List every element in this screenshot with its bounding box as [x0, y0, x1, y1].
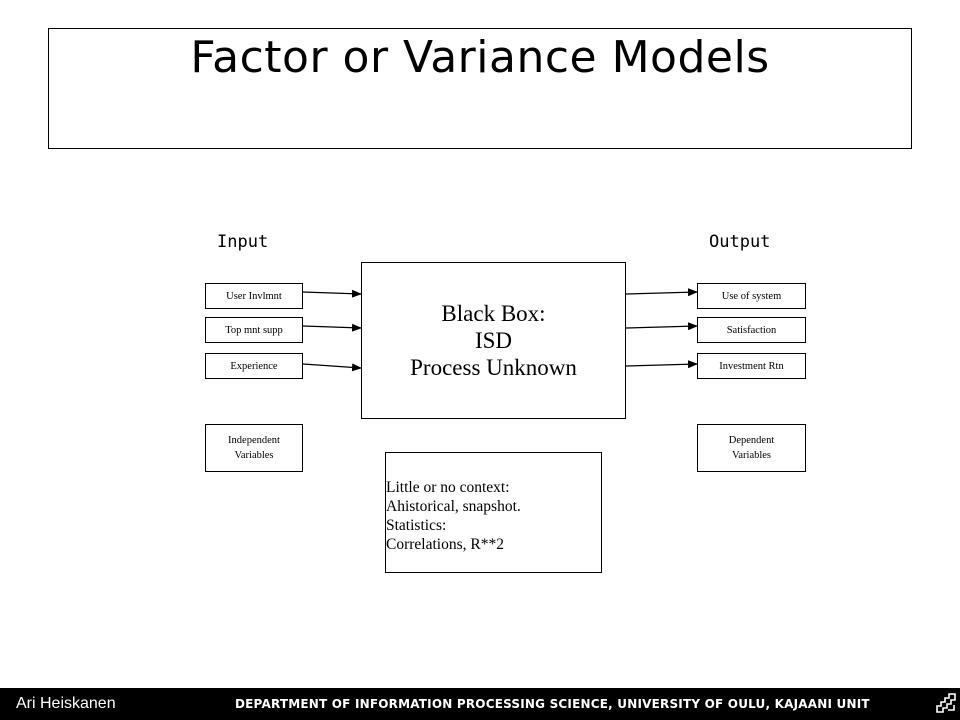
output-box-investment-return: Investment Rtn: [697, 353, 806, 379]
output-arrow: [625, 288, 698, 297]
footer-author: Ari Heiskanen: [16, 695, 116, 712]
input-label: Experience: [230, 360, 278, 372]
output-heading: Output: [709, 232, 771, 252]
independent-label-line: Independent: [228, 435, 280, 446]
output-box-use-of-system: Use of system: [697, 283, 806, 309]
input-box-experience: Experience: [205, 353, 303, 379]
slide-title: Factor or Variance Models: [190, 32, 770, 83]
output-label: Investment Rtn: [719, 360, 784, 372]
output-arrow: [625, 322, 698, 331]
context-line: Statistics:: [386, 516, 447, 534]
input-arrow: [302, 289, 362, 298]
footer-department: DEPARTMENT OF INFORMATION PROCESSING SCI…: [235, 697, 870, 711]
black-box-line: Process Unknown: [410, 355, 577, 380]
input-label: Top mnt supp: [225, 324, 283, 336]
input-heading: Input: [217, 232, 269, 252]
input-arrow: [302, 363, 362, 372]
output-label: Satisfaction: [726, 324, 777, 336]
dependent-label-line: Dependent: [728, 435, 775, 446]
context-line: Ahistorical, snapshot.: [386, 497, 521, 515]
black-box-line: ISD: [474, 328, 513, 353]
output-arrow: [625, 360, 698, 369]
output-label: Use of system: [721, 290, 782, 302]
context-line: Correlations, R**2: [386, 535, 504, 553]
input-box-top-management-support: Top mnt supp: [205, 317, 303, 343]
dependent-variables-box: Dependent Variables: [697, 424, 806, 472]
black-box: Black Box: ISD Process Unknown: [361, 262, 626, 419]
output-box-satisfaction: Satisfaction: [697, 317, 806, 343]
university-logo-icon: [936, 693, 956, 713]
footer-bar: Ari Heiskanen DEPARTMENT OF INFORMATION …: [0, 688, 960, 720]
input-box-user-involvement: User Invlmnt: [205, 283, 303, 309]
independent-label-line: Variables: [234, 450, 274, 461]
context-note-box: Little or no context: Ahistorical, snaps…: [385, 452, 602, 573]
input-arrow: [302, 323, 362, 332]
title-frame: [48, 28, 912, 149]
independent-variables-box: Independent Variables: [205, 424, 303, 472]
context-line: Little or no context:: [386, 478, 510, 496]
black-box-line: Black Box:: [441, 301, 546, 326]
input-label: User Invlmnt: [226, 290, 282, 302]
dependent-label-line: Variables: [731, 450, 772, 461]
